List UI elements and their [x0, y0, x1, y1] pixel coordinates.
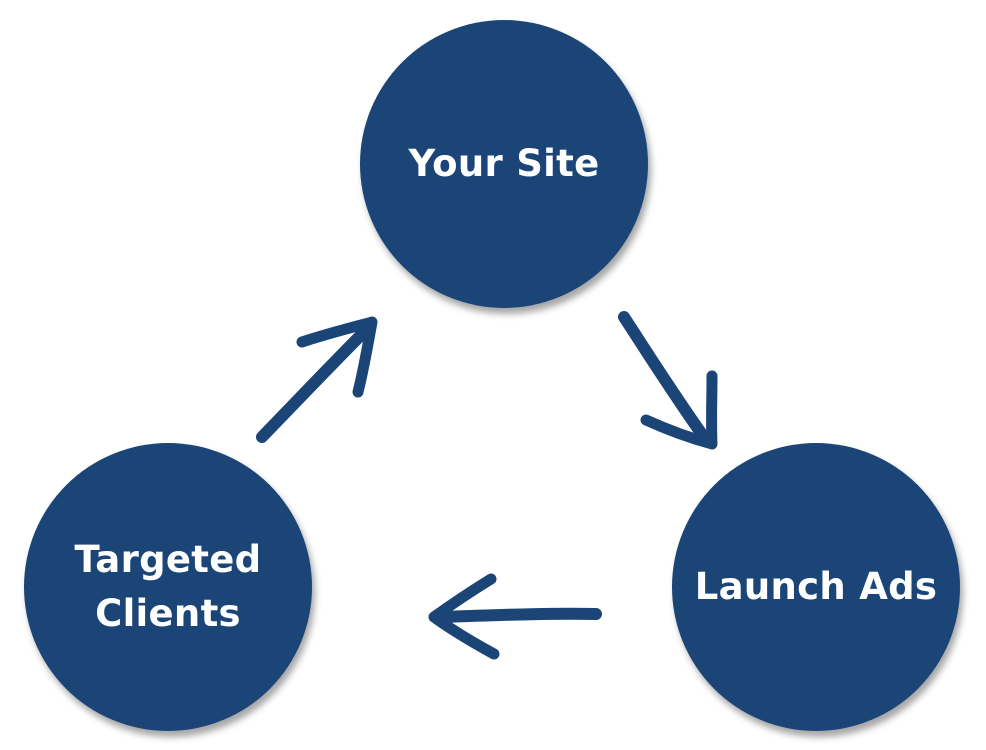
arrow-targeted-clients-to-your-site: [256, 316, 378, 443]
node-label-targeted-clients: Targeted Clients: [74, 538, 262, 635]
node-launch-ads: Launch Ads: [672, 443, 960, 731]
node-label-your-site: Your Site: [408, 142, 600, 186]
arrow-your-site-to-launch-ads: [618, 311, 718, 450]
node-your-site: Your Site: [360, 20, 648, 308]
node-targeted-clients: Targeted Clients: [24, 443, 312, 731]
arrow-launch-ads-to-targeted-clients: [428, 573, 602, 660]
node-label-launch-ads: Launch Ads: [694, 565, 938, 609]
